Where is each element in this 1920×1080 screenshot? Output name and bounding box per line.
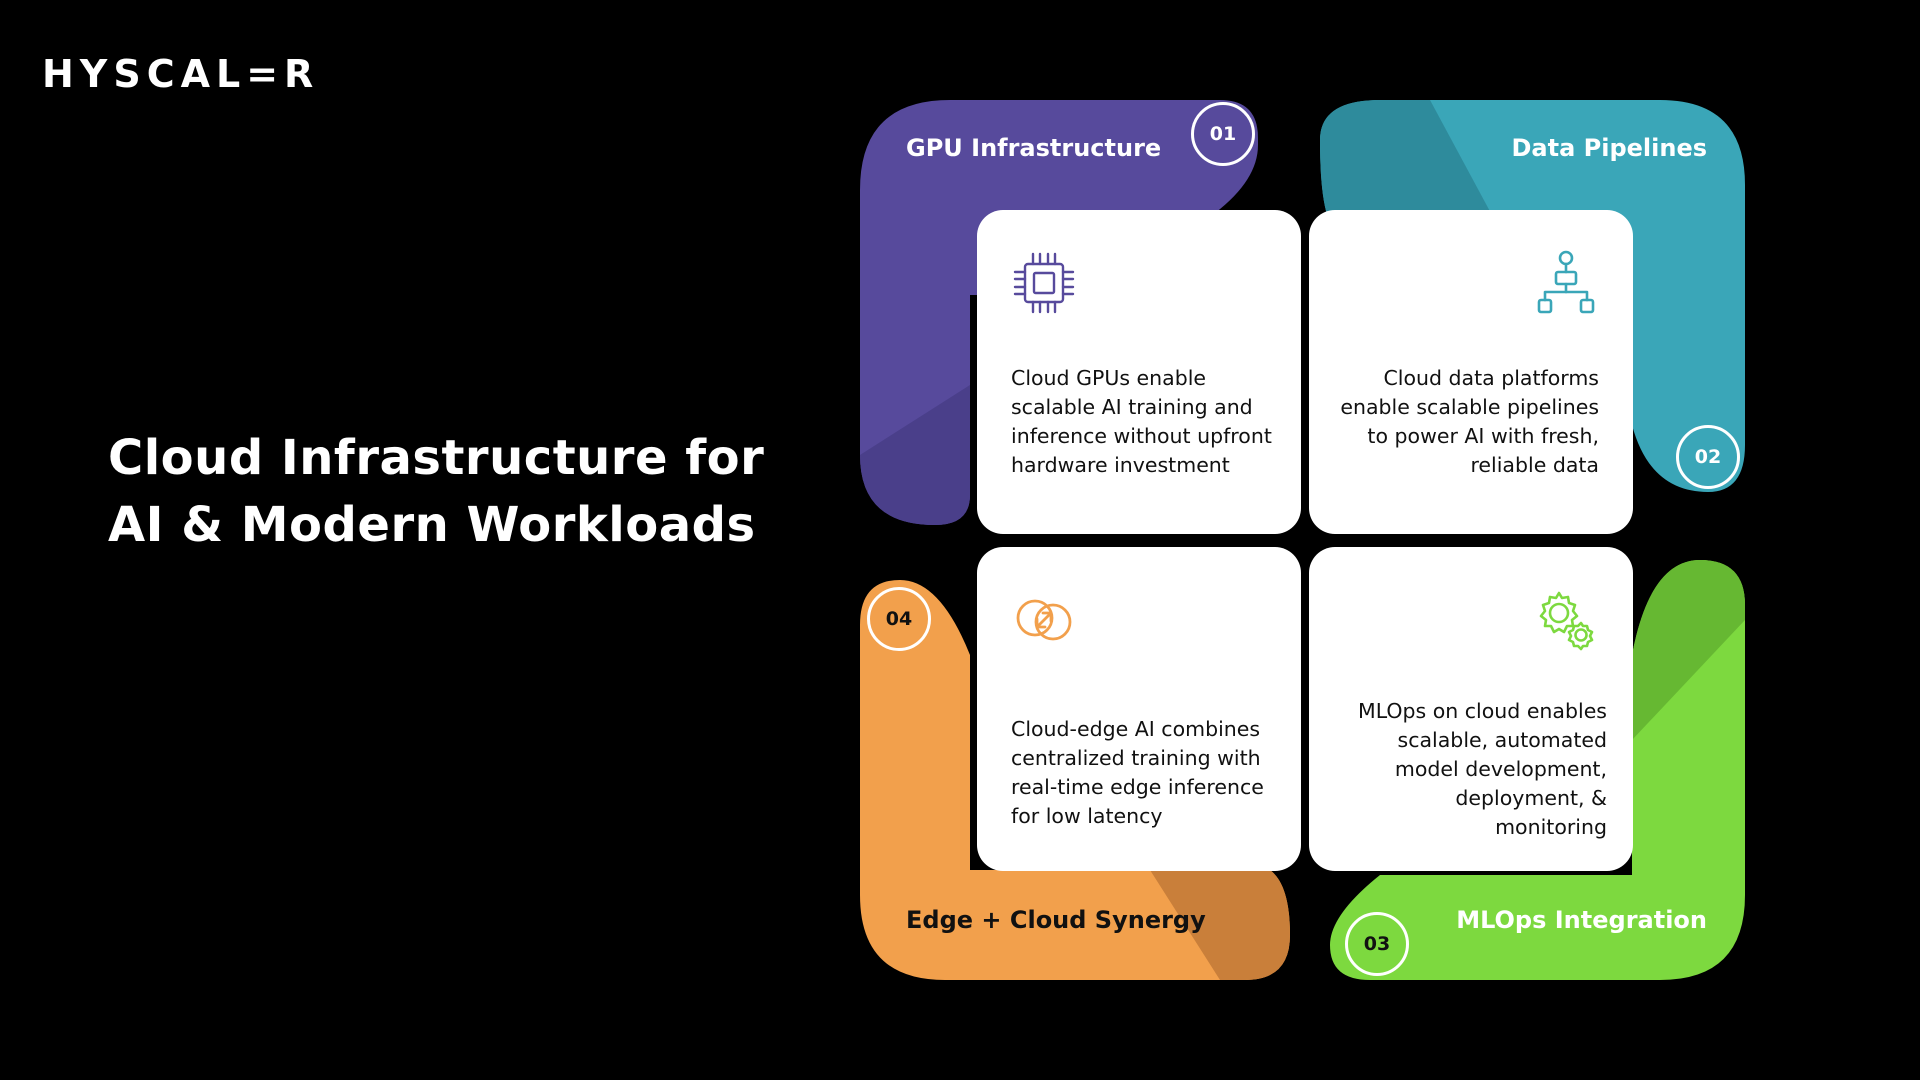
mlops-quadrant-shade [1632,560,1745,740]
badge-02: 02 [1676,425,1740,489]
quadrant-diagram: GPU Infrastructure Data Pipelines MLOps … [860,95,1760,995]
sync-arrows-icon [1016,599,1072,641]
data-pipelines-title: Data Pipelines [1511,134,1707,162]
brand-logo: HYSCAL=R [42,52,320,96]
data-pipelines-description: Cloud data platforms enable scalable pip… [1340,366,1599,477]
gpu-quadrant-shade [860,385,970,525]
badge-03: 03 [1345,912,1409,976]
gpu-infrastructure-description: Cloud GPUs enable scalable AI training a… [1011,366,1272,477]
badge-01: 01 [1191,102,1255,166]
edge-cloud-synergy-description: Cloud-edge AI combines centralized train… [1011,717,1264,828]
page-title: Cloud Infrastructure for AI & Modern Wor… [108,425,764,559]
page-title-line-1: Cloud Infrastructure for [108,430,765,486]
mlops-integration-title: MLOps Integration [1456,906,1707,934]
edge-cloud-synergy-card: Cloud-edge AI combines centralized train… [977,547,1301,871]
gears-icon [1539,591,1594,651]
badge-04: 04 [867,587,931,651]
page-title-line-2: AI & Modern Workloads [108,497,756,553]
network-hierarchy-icon [1537,250,1595,314]
edge-quadrant-shade [1150,870,1290,980]
mlops-integration-description: MLOps on cloud enables scalable, automat… [1358,699,1607,839]
gpu-infrastructure-title: GPU Infrastructure [906,134,1162,162]
data-pipelines-card: Cloud data platforms enable scalable pip… [1309,210,1633,534]
gpu-infrastructure-card: Cloud GPUs enable scalable AI training a… [977,210,1301,534]
mlops-integration-card: MLOps on cloud enables scalable, automat… [1309,547,1633,871]
edge-cloud-synergy-title: Edge + Cloud Synergy [906,906,1206,934]
cpu-chip-icon [1013,252,1075,314]
